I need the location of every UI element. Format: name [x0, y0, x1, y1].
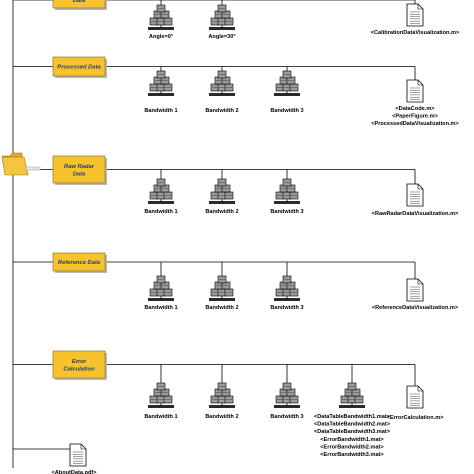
subfolder-label: Bandwidth 1: [144, 305, 177, 311]
section-title: Data: [73, 0, 86, 4]
database-icon: [339, 382, 365, 408]
database-icon: [274, 275, 300, 301]
database-icon-base: [148, 27, 174, 30]
document-icon: [406, 3, 424, 27]
subfolder-label: Angle=0°: [149, 34, 173, 40]
database-icon-base: [274, 93, 300, 96]
document-icon-fold: [80, 444, 86, 450]
database-icon-base: [209, 93, 235, 96]
document-icon-fold: [417, 386, 423, 392]
script-file-label: <ReferenceDataVisualization.m>: [372, 305, 459, 311]
script-file-label: <PaperFigure.m>: [392, 114, 438, 120]
mat-file-label: <ErrorBandwidth3.mat>: [320, 452, 384, 458]
document-icon: [406, 278, 424, 302]
database-icon: [274, 178, 300, 204]
document-icon-page: [406, 278, 424, 302]
document-icon-page: [406, 3, 424, 27]
database-icon: [148, 178, 174, 204]
subfolder-label: Bandwidth 3: [270, 305, 303, 311]
document-icon: [406, 79, 424, 103]
script-file-label: <ErrorCalculation.m>: [387, 415, 445, 421]
mat-file-label: <DataTableBandwidth3.mat>: [314, 429, 391, 435]
section-box: [52, 56, 106, 77]
database-icon: [274, 70, 300, 96]
subfolder-label: Bandwidth 1: [144, 108, 177, 114]
root-file-label: <AboutData.pdf>: [51, 470, 97, 474]
database-icon-base: [148, 201, 174, 204]
folder-icon-badge: [25, 166, 41, 171]
script-file-label: <RawRadarDataVisualization.m>: [372, 211, 459, 217]
database-icon-base: [274, 201, 300, 204]
document-icon: [406, 183, 424, 207]
database-icon-base: [274, 298, 300, 301]
database-icon-base: [209, 405, 235, 408]
database-icon: [148, 275, 174, 301]
database-icon-base: [148, 93, 174, 96]
document-icon-fold: [417, 184, 423, 190]
subfolder-label: Bandwidth 2: [205, 305, 238, 311]
subfolder-label: Bandwidth 2: [205, 108, 238, 114]
database-icon: [148, 4, 174, 30]
document-icon-page: [406, 183, 424, 207]
mat-file-label: <DataTableBandwidth1.mat>: [314, 414, 391, 420]
section-title: Data: [73, 171, 86, 177]
subfolder-label: Bandwidth 3: [270, 209, 303, 215]
document-icon-fold: [417, 4, 423, 10]
section-box: [52, 350, 106, 379]
subfolder-label: Bandwidth 2: [205, 414, 238, 420]
section-box: [52, 155, 106, 184]
script-file-label: <CalibrationDataVisualization.m>: [371, 30, 460, 36]
script-file-label: <DataCode.m>: [395, 106, 435, 112]
section-title: Processed Data: [57, 65, 101, 71]
mat-file-label: <ErrorBandwidth2.mat>: [320, 444, 384, 450]
document-icon: [406, 385, 424, 409]
section-box: [52, 252, 106, 272]
script-file-label: <ProcessedDataVisualization.m>: [371, 121, 459, 127]
folder-icon-tab: [1, 152, 23, 158]
document-icon-page: [406, 385, 424, 409]
subfolder-label: Bandwidth 2: [205, 209, 238, 215]
diagram-nodes: DataAngle=0°Angle=30°<CalibrationDataVis…: [1, 0, 460, 474]
subfolder-label: Bandwidth 1: [144, 209, 177, 215]
mat-file-label: <DataTableBandwidth2.mat>: [314, 422, 391, 428]
section-box: [52, 0, 106, 9]
section-title: Reference Data: [58, 260, 101, 266]
database-icon-base: [209, 298, 235, 301]
database-icon: [209, 275, 235, 301]
subfolder-label: Angle=30°: [208, 34, 235, 40]
database-icon: [209, 70, 235, 96]
subfolder-label: Bandwidth 3: [270, 414, 303, 420]
database-icon: [209, 178, 235, 204]
folder-icon: [1, 152, 41, 176]
database-icon: [148, 382, 174, 408]
mat-file-label: <ErrorBandwidth1.mat>: [320, 437, 384, 443]
subfolder-label: Bandwidth 1: [144, 414, 177, 420]
database-icon-base: [339, 405, 365, 408]
document-icon-page: [406, 79, 424, 103]
database-icon-base: [274, 405, 300, 408]
document-icon-fold: [417, 279, 423, 285]
subfolder-label: Bandwidth 3: [270, 108, 303, 114]
database-icon: [148, 70, 174, 96]
database-icon: [274, 382, 300, 408]
document-icon: [69, 443, 87, 467]
database-icon-base: [148, 298, 174, 301]
database-icon: [209, 382, 235, 408]
database-icon: [209, 4, 235, 30]
document-icon-page: [69, 443, 87, 467]
section-title: Calculation: [63, 366, 95, 372]
database-icon-base: [209, 27, 235, 30]
section-title: Raw Radar: [64, 164, 95, 170]
database-icon-base: [209, 201, 235, 204]
folder-icon-body: [1, 156, 29, 176]
database-icon-base: [148, 405, 174, 408]
section-title: Error: [72, 359, 87, 365]
document-icon-fold: [417, 80, 423, 86]
